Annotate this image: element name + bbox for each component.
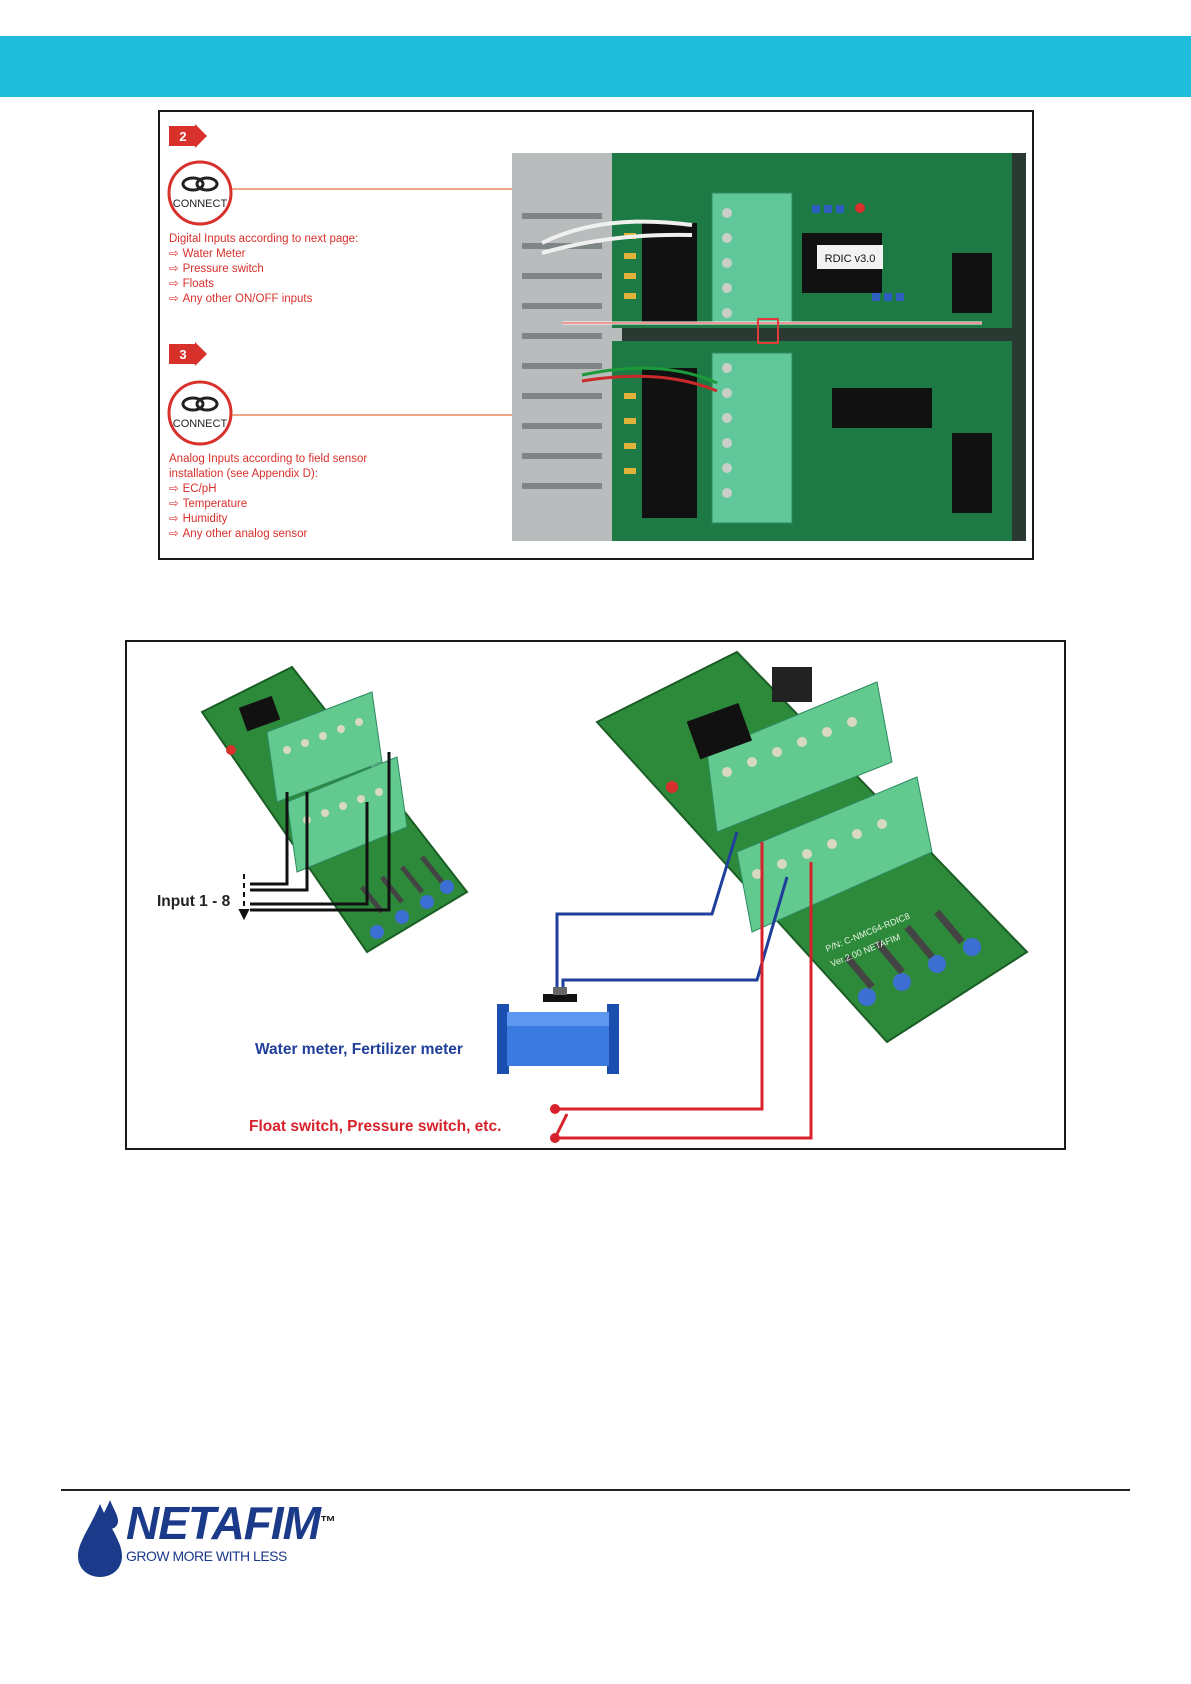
- large-input-board: P/N: C-NMC64-RDIC8 Ver.2.00 NETAFIM: [595, 650, 1029, 1044]
- list-item: ⇨Temperature: [169, 498, 248, 510]
- digital-inputs-text: Digital Inputs according to next page: ⇨…: [169, 232, 358, 307]
- connect-icon: CONNECT: [167, 160, 233, 226]
- wiring-illustration: P/N: C-NMC64-RDIC8 Ver.2.00 NETAFIM: [200, 650, 1029, 1143]
- list-item: ⇨Water Meter: [169, 248, 246, 260]
- small-input-board: [200, 665, 469, 954]
- svg-text:3: 3: [179, 347, 186, 362]
- list-item: ⇨Any other analog sensor: [169, 528, 308, 540]
- list-item: ⇨Floats: [169, 278, 214, 290]
- water-meter-label: Water meter, Fertilizer meter: [255, 1041, 463, 1058]
- header-bar: [0, 36, 1191, 97]
- float-switch-label: Float switch, Pressure switch, etc.: [249, 1118, 502, 1135]
- svg-text:CONNECT: CONNECT: [173, 418, 228, 430]
- figure-digital-analog-inputs: 2 CONNECT Digital Inputs according to ne…: [158, 110, 1034, 560]
- svg-text:2: 2: [179, 129, 186, 144]
- figure-wiring-diagram: P/N: C-NMC64-RDIC8 Ver.2.00 NETAFIM: [125, 640, 1066, 1150]
- footer-divider: [61, 1489, 1130, 1491]
- svg-text:RDIC v3.0: RDIC v3.0: [825, 253, 876, 265]
- analog-inputs-title: Analog Inputs according to field sensor: [169, 453, 368, 465]
- water-meter-icon: [497, 987, 619, 1074]
- analog-inputs-text: Analog Inputs according to field sensor …: [169, 452, 367, 542]
- step-2-badge: 2: [169, 124, 207, 148]
- water-drop-icon: [78, 1500, 122, 1577]
- list-item: ⇨EC/pH: [169, 483, 217, 495]
- float-switch-icon: [550, 1104, 569, 1143]
- list-item: ⇨Pressure switch: [169, 263, 264, 275]
- digital-inputs-title: Digital Inputs according to next page:: [169, 233, 359, 245]
- brand-tagline: GROW MORE WITH LESS: [126, 1548, 287, 1564]
- brand-name: NETAFIM™: [126, 1497, 336, 1549]
- step-3-badge: 3: [169, 342, 207, 366]
- controller-board-photo: RDIC v3.0: [512, 153, 1026, 541]
- list-item: ⇨Humidity: [169, 513, 228, 525]
- analog-inputs-title: installation (see Appendix D):: [169, 468, 318, 480]
- input-range-label: Input 1 - 8: [157, 893, 231, 910]
- connect-icon: CONNECT: [167, 380, 233, 446]
- netafim-logo: NETAFIM™ GROW MORE WITH LESS: [70, 1498, 370, 1580]
- svg-text:CONNECT: CONNECT: [173, 198, 228, 210]
- list-item: ⇨Any other ON/OFF inputs: [169, 293, 313, 305]
